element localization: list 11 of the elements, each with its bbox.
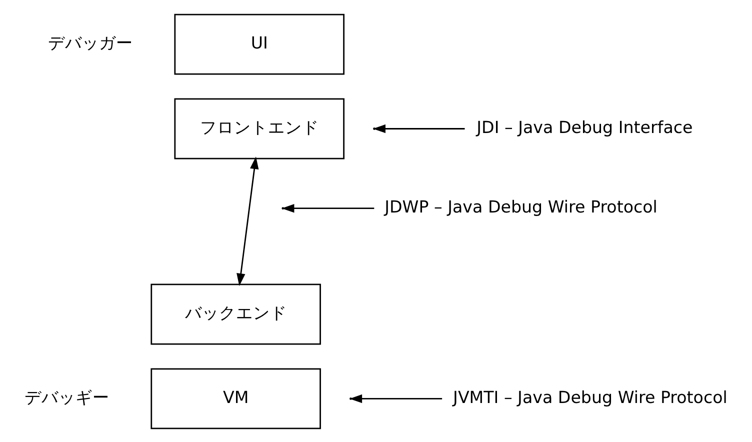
node-text: JDWP – Java Debug Wire Protocol [384,197,658,216]
label: デバッギー [24,387,110,406]
node-box: フロントエンド [174,98,344,159]
node-box: UI [174,13,344,74]
node-box: VM [150,368,321,429]
arrow [372,124,465,133]
node-text: JDI – Java Debug Interface [476,118,693,137]
arrow [236,156,259,286]
node-text: JVMTI – Java Debug Wire Protocol [453,387,728,406]
label: デバッガー [48,33,133,52]
node-box: バックエンド [150,283,321,344]
